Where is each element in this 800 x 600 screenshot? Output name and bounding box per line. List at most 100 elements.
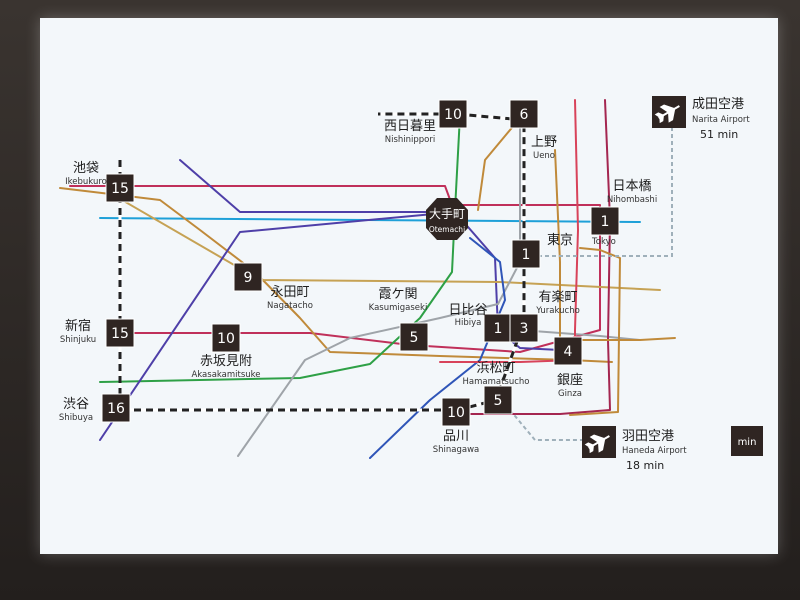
shinjuku-label-en: Shinjuku — [60, 335, 96, 345]
shibuya-minutes: 16 — [107, 401, 125, 417]
legend: min — [731, 426, 763, 456]
airplane-icon — [584, 434, 610, 454]
ikebukuro-station-box: 15 — [105, 173, 135, 203]
yurakucho-line — [121, 199, 661, 291]
kasumigaseki-station-box: 5 — [399, 322, 429, 352]
nagatacho-label-en: Nagatacho — [267, 301, 313, 311]
nishinippori-box-bg — [438, 99, 468, 129]
yamanote-line — [118, 112, 526, 412]
nihombashi-station-box: 1 — [590, 206, 620, 236]
yamanote-line-dash — [118, 112, 526, 412]
ginza-station-box: 4 — [553, 336, 583, 366]
narita-time: 51 min — [700, 128, 738, 141]
tokyo-label-en: Tokyo — [591, 237, 616, 247]
nagatacho-label-ja: 永田町 — [270, 285, 309, 300]
shibuya-label-en: Shibuya — [59, 413, 93, 423]
shibuya-box-bg — [101, 393, 131, 423]
marunouchi-line — [69, 185, 601, 353]
ikebukuro-label-en: Ikebukuro — [65, 177, 107, 187]
yurakucho-station-box: 3 — [509, 313, 539, 343]
ginza-label-en: Ginza — [558, 389, 582, 399]
ikebukuro-box-bg — [105, 173, 135, 203]
ueno-label-en: Ueno — [533, 151, 555, 161]
tokyo-minutes: 1 — [522, 247, 531, 263]
akasakamitsuke-station-box: 10 — [211, 323, 241, 353]
hamamatsucho-box-bg — [483, 385, 513, 415]
ginza-minutes: 4 — [564, 344, 573, 360]
hibiya-minutes: 1 — [494, 321, 503, 337]
akasakamitsuke-minutes: 10 — [217, 331, 235, 347]
shinjuku-box-bg — [105, 318, 135, 348]
yurakucho-minutes: 3 — [520, 321, 529, 337]
ueno-minutes: 6 — [520, 107, 529, 123]
haneda-label-en: Haneda Airport — [622, 446, 687, 456]
asakusa-line-east — [569, 247, 621, 416]
nagatacho-station-box: 9 — [233, 262, 263, 292]
ginza-label-ja: 銀座 — [557, 373, 583, 388]
kasumigaseki-label-ja: 霞ケ関 — [378, 287, 417, 302]
nihombashi-label-ja: 日本橋 — [612, 179, 651, 194]
hanzomon-line-west — [99, 211, 456, 441]
nagatacho-box-bg — [233, 262, 263, 292]
yurakucho-label-en: Yurakucho — [535, 306, 580, 316]
kasumigaseki-box-bg — [399, 322, 429, 352]
shinagawa-station-box: 10 — [441, 397, 471, 427]
ueno-label-ja: 上野 — [531, 135, 557, 150]
shinagawa-label-ja: 品川 — [443, 429, 469, 444]
ginza-box-bg — [553, 336, 583, 366]
tokyo-station-box: 1 — [511, 239, 541, 269]
otemachi-label-en: Otemachi — [429, 225, 465, 234]
shinjuku-minutes: 15 — [111, 326, 129, 342]
tokyo-label-ja: 東京 — [547, 232, 573, 248]
otemachi-hub: 大手町 Otemachi — [426, 198, 468, 240]
narita-airport-callout: 成田空港 Narita Airport 51 min — [652, 96, 750, 141]
nihombashi-label-en: Nihombashi — [607, 195, 657, 205]
hibiya-line-east — [519, 329, 641, 341]
nishinippori-label-en: Nishinippori — [385, 135, 436, 145]
hibiya-box-bg — [483, 313, 513, 343]
kasumigaseki-minutes: 5 — [410, 330, 419, 346]
ikebukuro-minutes: 15 — [111, 181, 129, 197]
shinagawa-minutes: 10 — [447, 405, 465, 421]
haneda-label-ja: 羽田空港 — [622, 429, 674, 444]
yurakucho-box-bg — [509, 313, 539, 343]
hibiya-station-box: 1 — [483, 313, 513, 343]
legend-label: min — [738, 437, 757, 448]
akasakamitsuke-box-bg — [211, 323, 241, 353]
akasakamitsuke-label-en: Akasakamitsuke — [191, 370, 260, 380]
kasumigaseki-label-en: Kasumigaseki — [369, 303, 428, 313]
nagatacho-minutes: 9 — [244, 270, 253, 286]
hamamatsucho-station-box: 5 — [483, 385, 513, 415]
yurakucho-label-ja: 有楽町 — [538, 289, 577, 305]
ginza-line — [59, 187, 613, 363]
nihombashi-box-bg — [590, 206, 620, 236]
legend-box — [731, 426, 763, 456]
hibiya-label-ja: 日比谷 — [448, 303, 487, 318]
hibiya-label-en: Hibiya — [455, 318, 482, 328]
nishinippori-station-box: 10 — [438, 99, 468, 129]
oedo-line — [459, 99, 611, 415]
shinjuku-station-box: 15 — [105, 318, 135, 348]
tokyo-box-bg — [511, 239, 541, 269]
narita-connector-line — [524, 120, 673, 257]
akasakamitsuke-label-ja: 赤坂見附 — [200, 354, 252, 369]
nihombashi-minutes: 1 — [601, 214, 610, 230]
ikebukuro-label-ja: 池袋 — [73, 161, 99, 176]
haneda-airport-callout: 羽田空港 Haneda Airport 18 min — [582, 426, 687, 472]
shinagawa-box-bg — [441, 397, 471, 427]
hamamatsucho-label-en: Hamamatsucho — [463, 377, 530, 387]
mita-line — [369, 237, 506, 459]
airplane-icon — [654, 104, 680, 124]
ueno-link-line — [477, 117, 521, 211]
shinagawa-label-en: Shinagawa — [433, 445, 480, 455]
shibuya-label-ja: 渋谷 — [63, 397, 89, 412]
ueno-box-bg — [509, 99, 539, 129]
shinjuku-label-ja: 新宿 — [65, 318, 91, 334]
narita-label-en: Narita Airport — [692, 115, 750, 125]
otemachi-label-ja: 大手町 — [429, 207, 465, 221]
haneda-time: 18 min — [626, 459, 664, 472]
ueno-station-box: 6 — [509, 99, 539, 129]
nishinippori-label-ja: 西日暮里 — [384, 119, 436, 134]
